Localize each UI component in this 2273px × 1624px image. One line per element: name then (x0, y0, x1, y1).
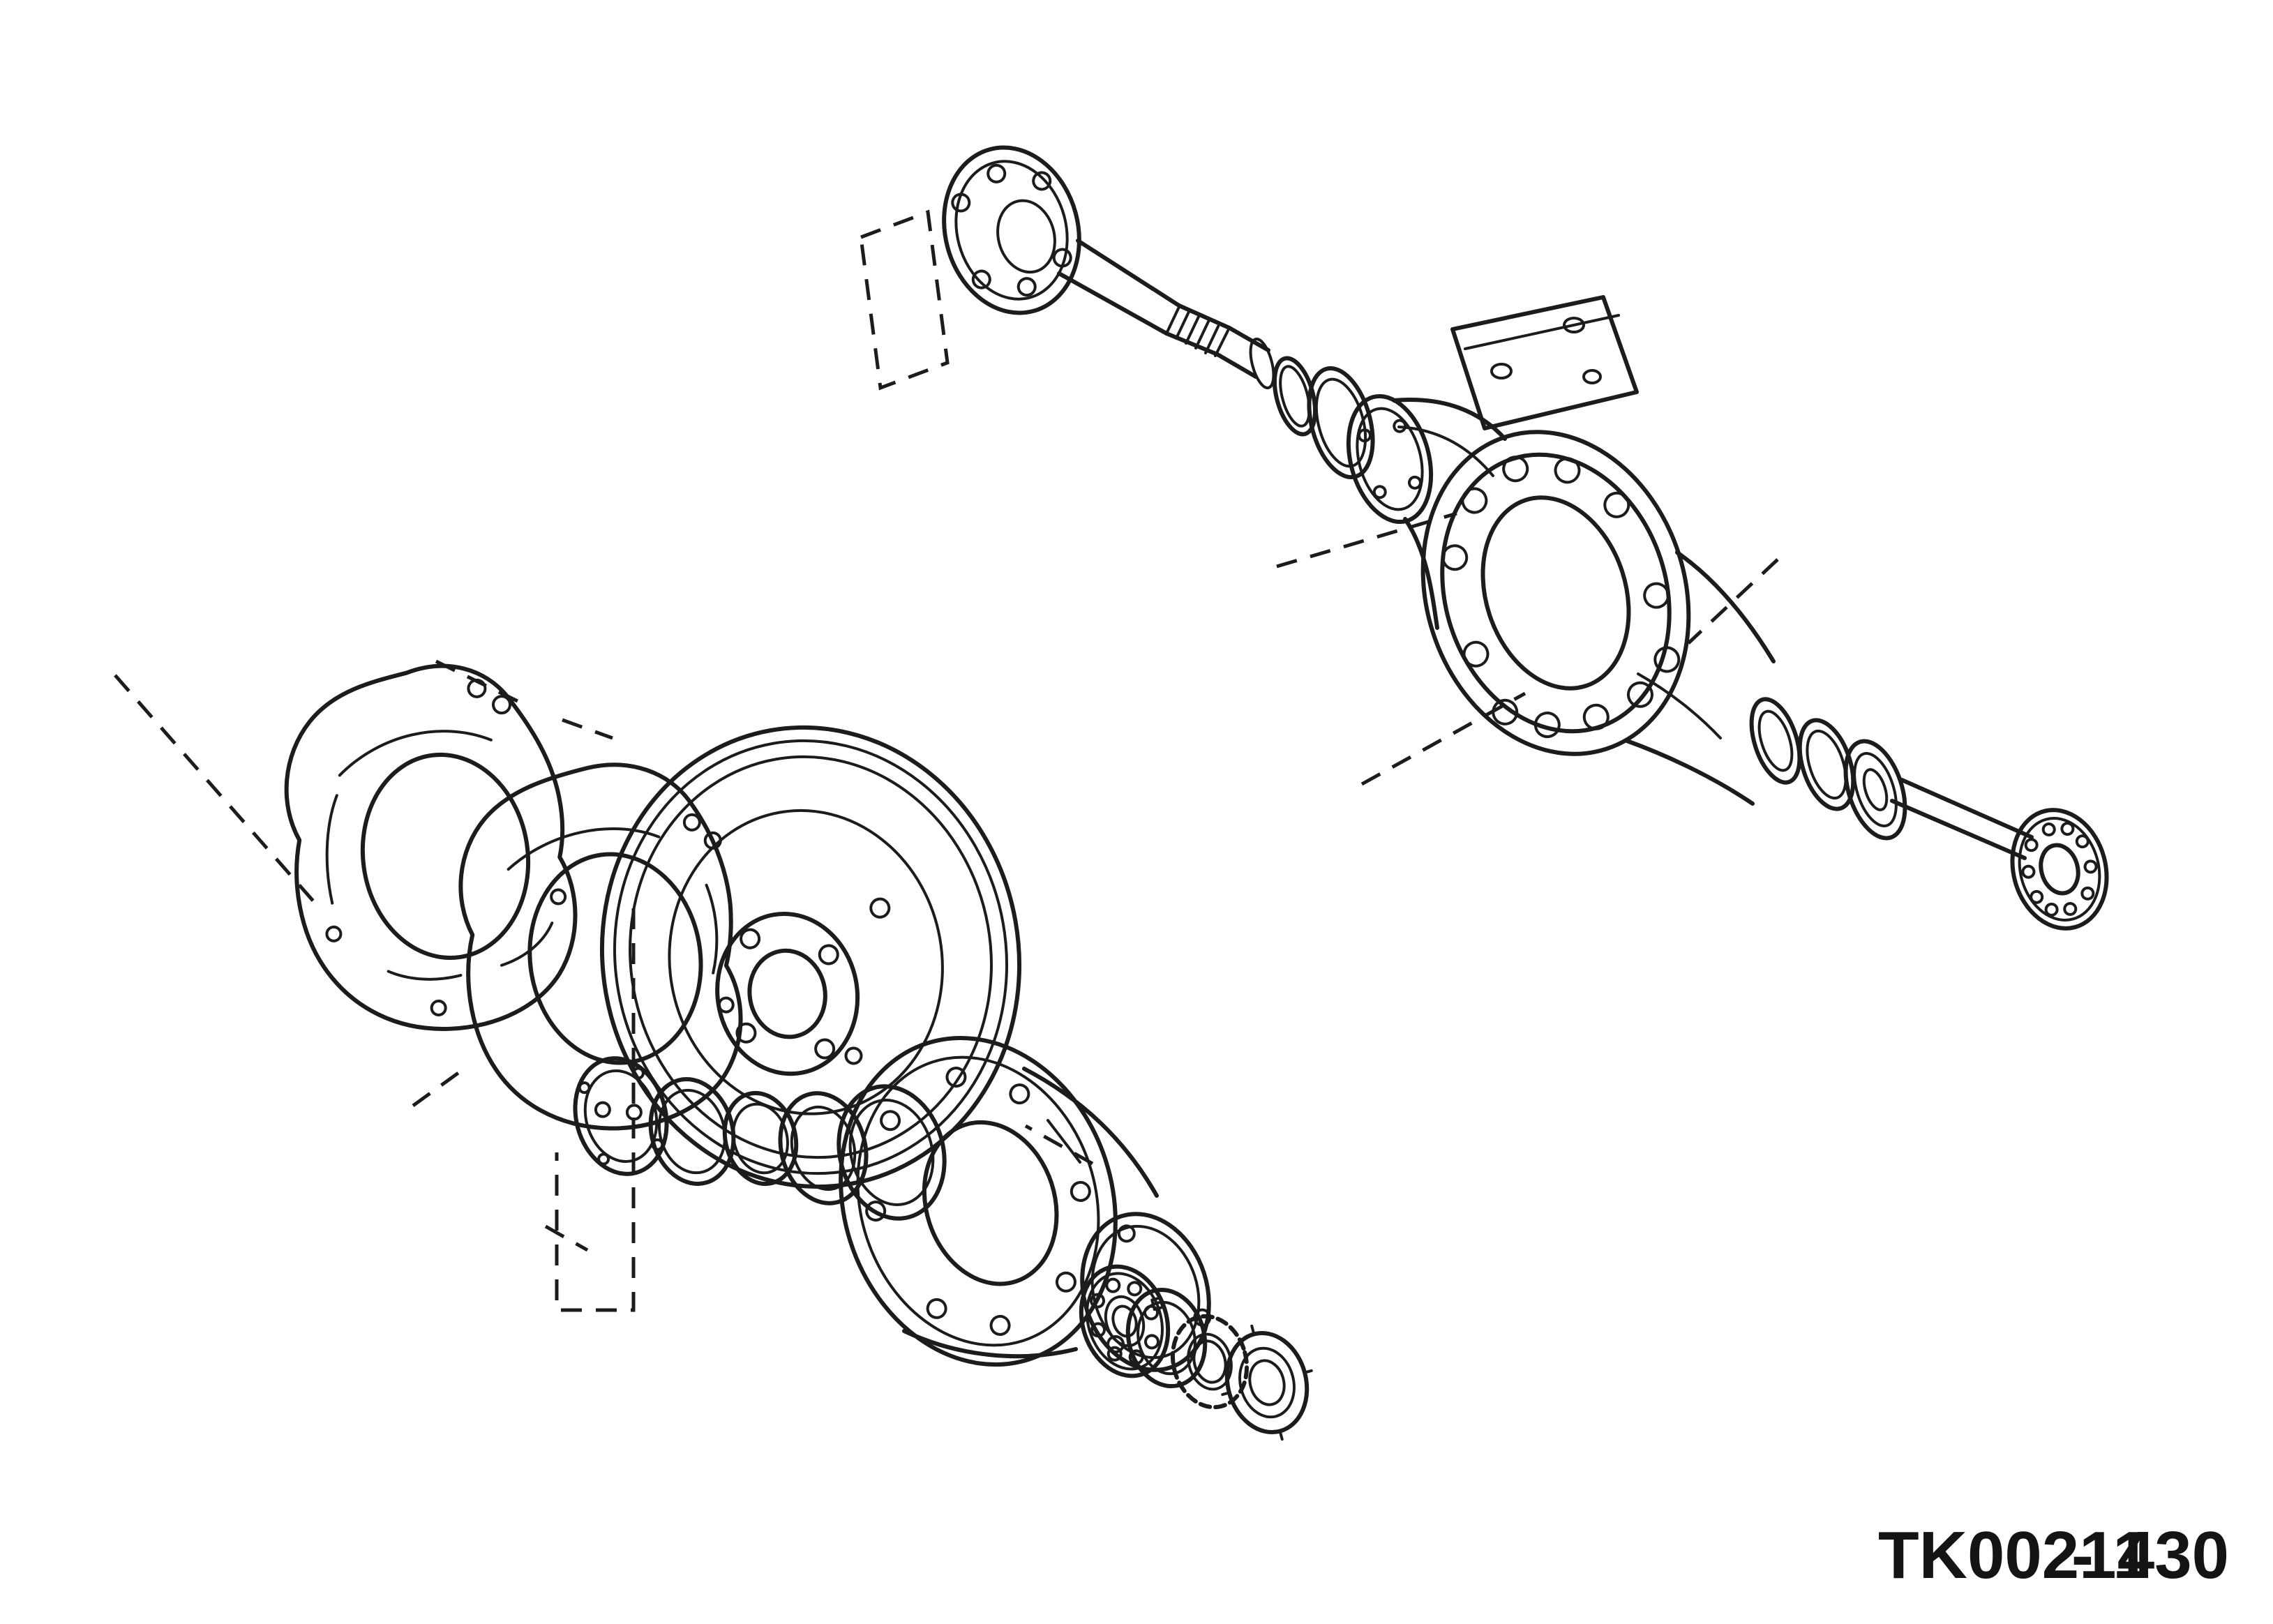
assembly-axis-dashed-line (435, 659, 523, 705)
axle-shaft-right (1890, 778, 2109, 931)
assembly-axis-dashed-line (562, 718, 613, 740)
bearing-set-5 (1797, 718, 1907, 841)
footer-separator: - (2071, 1518, 2094, 1593)
spacer-rings (722, 1090, 869, 1205)
axle-shaft-left (942, 145, 1434, 525)
footer-reference: TK00211 - 430 (1878, 1518, 2229, 1593)
hub-11 (839, 1036, 1212, 1372)
backing-plate-25 (284, 663, 578, 1031)
assembly-axis-dashed-line (1687, 558, 1779, 645)
assembly-axis-dashed-line (1024, 1124, 1094, 1166)
assembly-axis-dashed-line (1276, 511, 1457, 569)
lock-nut-13 (1221, 1324, 1313, 1441)
assembly-axis-dashed-line (412, 1065, 467, 1108)
brake-drum (599, 725, 1022, 1189)
footer-page: 430 (2117, 1518, 2229, 1593)
footer-code: TK00211 (1878, 1518, 2150, 1593)
assembly-axis-dashed-line (114, 674, 317, 905)
detail-boundary-dashed (859, 209, 950, 391)
assembly-axis-dashed-line (1360, 691, 1526, 786)
assembly-axis-dashed-line (544, 1224, 589, 1252)
seal-19 (648, 1077, 736, 1186)
axle-housing (1392, 295, 1802, 806)
